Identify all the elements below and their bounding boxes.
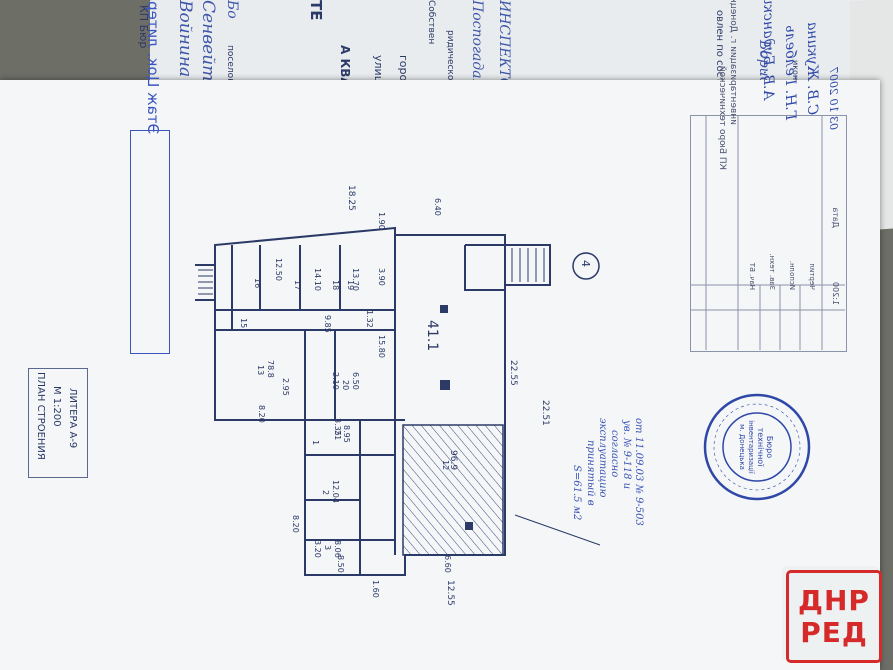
- plan-title-box: [28, 368, 88, 478]
- logo-line-1: ДНР: [798, 583, 870, 617]
- svg-text:інвентаризації: інвентаризації: [747, 420, 755, 474]
- stamp-name-2: Г.Н. Гелбель: [782, 25, 798, 120]
- stamp-org-1: КП Бюро технической: [717, 65, 727, 170]
- stairs: [198, 248, 545, 295]
- stamp-date: 03 10 2007: [827, 67, 840, 130]
- stamp-role-2: Зав. техн.: [768, 253, 776, 290]
- stamp-date-label: Дата: [831, 207, 840, 228]
- stamp-name-1: А.В. Буданский: [760, 0, 776, 100]
- stamp-scale: 1:200: [831, 281, 840, 305]
- svg-text:м. Донецька: м. Донецька: [738, 424, 746, 470]
- title-block: [690, 115, 847, 352]
- columns: [440, 305, 473, 530]
- floor-title-box: [130, 130, 170, 354]
- note-leader: [514, 514, 601, 546]
- stamp-role-4: Чертил: [808, 263, 816, 290]
- svg-text:Бюро: Бюро: [765, 436, 774, 458]
- hatched-room: [402, 424, 504, 556]
- circle-marker: [572, 252, 600, 280]
- plan-walls: [195, 226, 551, 576]
- stamp-org-2: инвентаризации г. Донецка: [728, 0, 738, 125]
- svg-text:технічної: технічної: [756, 428, 765, 468]
- floor-plan-sheet: [0, 80, 880, 670]
- logo-line-2: РЕД: [800, 615, 868, 649]
- dnr-logo: ДНР РЕД: [782, 566, 882, 663]
- stamp-name-3: С.В. Жукина: [804, 21, 820, 115]
- stamp-role-1: Нач. БТ: [748, 262, 756, 290]
- round-seal: Бюро технічної інвентаризації м. Донецьк…: [703, 393, 811, 501]
- stamp-role-3: Исполн.: [788, 260, 796, 290]
